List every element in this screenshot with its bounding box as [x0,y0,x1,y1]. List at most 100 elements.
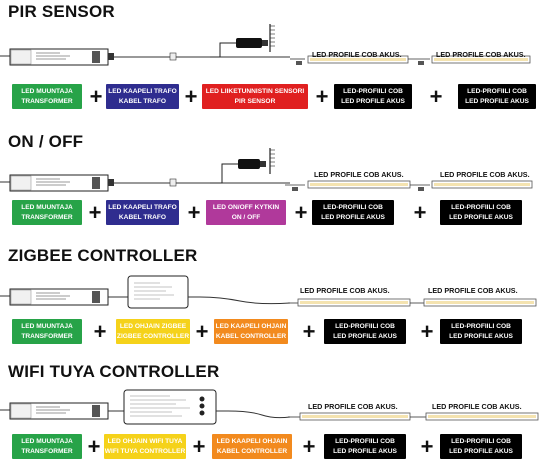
zigbee-controller-icon [108,275,200,309]
wiring-diagram [0,24,531,66]
badge-line-2: KABEL TRAFO [118,213,167,221]
badge-cable-trafo: LED KAAPELI TRAFO KABEL TRAFO [106,200,179,225]
badge-line-2: LED PROFILE AKUS [321,213,385,221]
badge-line-1: LED MUUNTAJA [21,203,73,211]
led-profile-icon [410,180,533,191]
badge-cable-controller: LED KAAPELI OHJAIN KABEL CONTROLLER [212,434,292,459]
badge-line-2: LED PROFILE AKUS [449,213,513,221]
profile-label: LED PROFILE COB AKUS. [312,50,402,59]
wiring-diagram [0,275,537,309]
badge-line-2: LED PROFILE AKUS [333,332,397,340]
led-profile-icon [290,55,409,65]
badge-line-1: LED KAAPELI TRAFO [108,87,177,95]
cable-trafo-icon [108,52,290,61]
badge-line-2: TRANSFORMER [21,97,73,105]
badge-line-2: TRANSFORMER [21,213,73,221]
badge-line-2: WIFI TUYA CONTROLLER [104,447,186,455]
section-title: WIFI TUYA CONTROLLER [8,362,220,381]
badge-line-2: TRANSFORMER [21,447,73,455]
on-off-switch-icon [210,148,275,184]
profile-label: LED PROFILE COB AKUS. [308,402,398,411]
profile-label: LED PROFILE COB AKUS. [436,50,526,59]
section-title: ON / OFF [8,132,84,151]
plus-sign: + [294,200,308,225]
badge-transformer: LED MUUNTAJA TRANSFORMER [12,84,82,109]
led-profile-icon [408,55,531,65]
badge-led-profile: LED-PROFIILI COB LED PROFILE AKUS [324,319,406,344]
transformer-icon [0,288,109,306]
badge-led-profile: LED-PROFIILI COB LED PROFILE AKUS [440,434,522,459]
badge-line-1: LED-PROFIILI COB [323,203,383,211]
badge-line-1: LED-PROFIILI COB [343,87,403,95]
badge-line-1: LED KAAPELI OHJAIN [215,322,287,330]
section-pir-sensor: PIR SENSOR [0,0,543,115]
profile-label: LED PROFILE COB AKUS. [432,402,522,411]
badge-line-2: LED PROFILE AKUS [449,447,513,455]
plus-sign: + [302,434,316,459]
section-wifi-tuya-controller: WIFI TUYA CONTROLLER [0,356,543,460]
wiring-diagram [0,148,533,192]
badge-line-2: PIR SENSOR [234,97,276,105]
badge-led-profile: LED-PROFIILI COB LED PROFILE AKUS [324,434,406,459]
badge-line-1: LED MUUNTAJA [21,87,73,95]
plus-sign: + [89,84,103,109]
badge-line-1: LED KAAPELI OHJAIN [216,437,288,445]
badge-transformer: LED MUUNTAJA TRANSFORMER [12,434,82,459]
plus-sign: + [87,434,101,459]
transformer-icon [0,402,109,420]
cable-controller-icon [227,410,291,419]
profile-label: LED PROFILE COB AKUS. [428,286,518,295]
section-on-off: ON / OFF [0,126,543,241]
badge-line-2: TRANSFORMER [21,332,73,340]
badge-wifi-tuya-controller: LED OHJAIN WIFI TUYA WIFI TUYA CONTROLLE… [104,434,186,459]
wifi-tuya-controller-icon [108,389,228,425]
wiring-diagram [0,389,539,425]
badge-transformer: LED MUUNTAJA TRANSFORMER [12,200,82,225]
badge-led-profile: LED-PROFIILI COB LED PROFILE AKUS [458,84,536,109]
badge-led-profile: LED-PROFIILI COB LED PROFILE AKUS [440,319,522,344]
plus-sign: + [184,84,198,109]
pir-sensor-icon [210,24,275,58]
badge-line-1: LED ON/OFF KYTKIN [212,203,280,211]
badge-line-1: LED-PROFIILI COB [451,437,511,445]
section-zigbee-controller: ZIGBEE CONTROLLER [0,242,543,357]
plus-sign: + [420,319,434,344]
badge-line-1: LED-PROFIILI COB [451,203,511,211]
led-profile-icon [285,180,411,191]
profile-label: LED PROFILE COB AKUS. [440,170,530,179]
badge-line-2: ON / OFF [231,213,261,221]
cable-trafo-icon [108,178,290,187]
badge-transformer: LED MUUNTAJA TRANSFORMER [12,319,82,344]
badge-line-1: LED OHJAIN WIFI TUYA [107,437,183,445]
badge-line-1: LED OHJAIN ZIGBEE [119,322,187,330]
led-profile-icon [410,298,537,307]
plus-sign: + [429,84,443,109]
badge-line-2: KABEL TRAFO [118,97,167,105]
plus-sign: + [315,84,329,109]
transformer-icon [0,174,109,192]
badge-line-1: LED-PROFIILI COB [451,322,511,330]
badge-line-2: KABEL CONTROLLER [216,447,288,455]
plus-sign: + [192,434,206,459]
section-title: ZIGBEE CONTROLLER [8,246,198,265]
badge-line-2: LED PROFILE AKUS [449,332,513,340]
badge-line-1: LED-PROFIILI COB [467,87,527,95]
badge-led-profile: LED-PROFIILI COB LED PROFILE AKUS [312,200,394,225]
badge-pir-sensor: LED LIIKETUNNISTIN SENSORI PIR SENSOR [202,84,308,109]
cable-controller-icon [199,296,291,305]
led-profile-icon [288,412,411,421]
badge-line-1: LED MUUNTAJA [21,322,73,330]
led-profile-icon [288,298,411,307]
plus-sign: + [302,319,316,344]
section-title: PIR SENSOR [8,2,115,21]
badge-led-profile: LED-PROFIILI COB LED PROFILE AKUS [334,84,412,109]
badge-line-2: LED PROFILE AKUS [465,97,529,105]
plus-sign: + [93,319,107,344]
led-profile-icon [410,412,539,421]
plus-sign: + [420,434,434,459]
badge-line-1: LED KAAPELI TRAFO [108,203,177,211]
badge-on-off-switch: LED ON/OFF KYTKIN ON / OFF [206,200,286,225]
badge-line-1: LED MUUNTAJA [21,437,73,445]
plus-sign: + [187,200,201,225]
badge-line-1: LED-PROFIILI COB [335,322,395,330]
